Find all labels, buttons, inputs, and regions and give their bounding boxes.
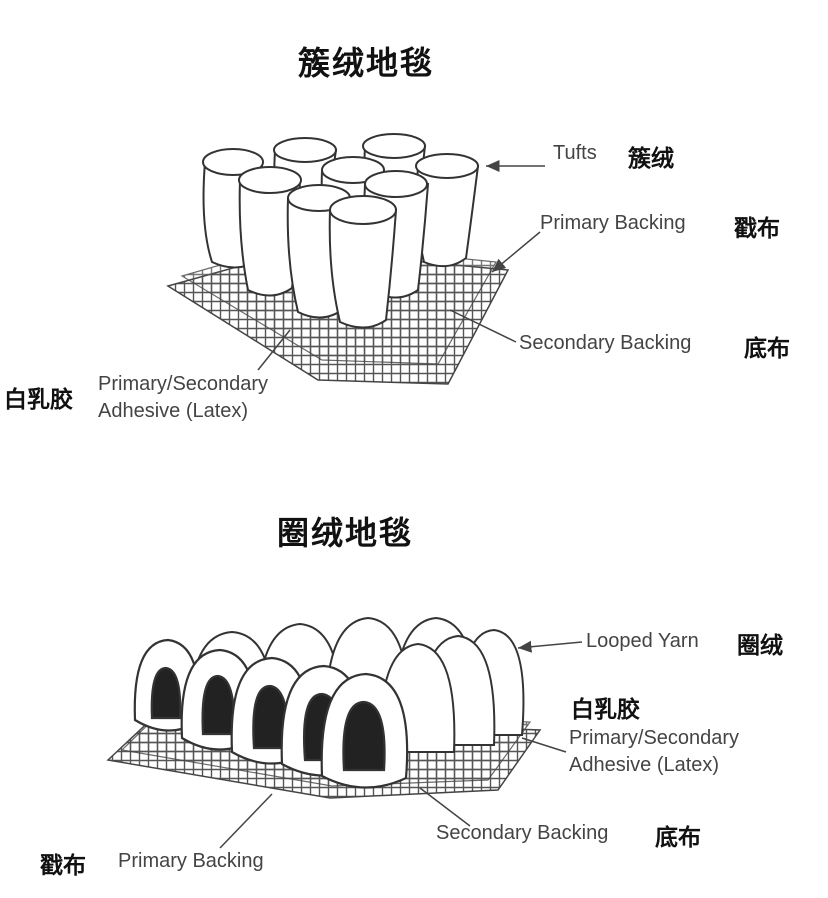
loop-secondary-backing-label-en: Secondary Backing [436,822,609,844]
loop-secondary-backing-arrow [419,787,471,827]
looped-yarn-label-cn: 圈绒 [737,633,783,659]
tufted-primary-backing-arrow [491,231,541,273]
looped-yarn-label-en: Looped Yarn [586,630,699,652]
tufted-carpet-title: 簇绒地毯 [298,44,435,82]
tufted-primary-backing-label-cn: 戳布 [734,216,780,242]
tufts-label-cn: 簇绒 [628,146,674,172]
looped-yarn-front-row [133,638,409,789]
tufted-adhesive-label-en-line2: Adhesive (Latex) [98,400,249,422]
tufts-label-en: Tufts [553,142,597,164]
loop-carpet-drawing [106,616,583,849]
loop-primary-backing-label-cn: 戳布 [40,853,86,879]
loop-primary-backing-label-en: Primary Backing [118,850,264,872]
tufted-adhesive-label-cn: 白乳胶 [4,387,73,413]
tufted-carpet-drawing [166,133,545,385]
loop-adhesive-label-en-line2: Adhesive (Latex) [569,754,720,776]
tufted-secondary-backing-label-en: Secondary Backing [519,332,692,354]
loop-primary-backing-arrow [219,793,273,849]
tufted-adhesive-arrow [257,329,291,371]
loop-adhesive-label-cn: 白乳胶 [571,697,640,723]
tufted-secondary-backing-label-cn: 底布 [744,336,790,362]
loop-adhesive-arrow [521,737,567,753]
tufts-cluster [202,133,480,329]
tufted-primary-backing-label-en: Primary Backing [540,212,686,234]
looped-yarn-arrow [517,640,583,653]
loop-secondary-backing-label-cn: 底布 [655,825,701,851]
loop-adhesive-label-en-line1: Primary/Secondary [569,727,740,749]
loop-carpet-title: 圈绒地毯 [277,514,414,552]
tufted-adhesive-label-en-line1: Primary/Secondary [98,373,269,395]
tufted-secondary-backing-arrow [449,309,517,343]
